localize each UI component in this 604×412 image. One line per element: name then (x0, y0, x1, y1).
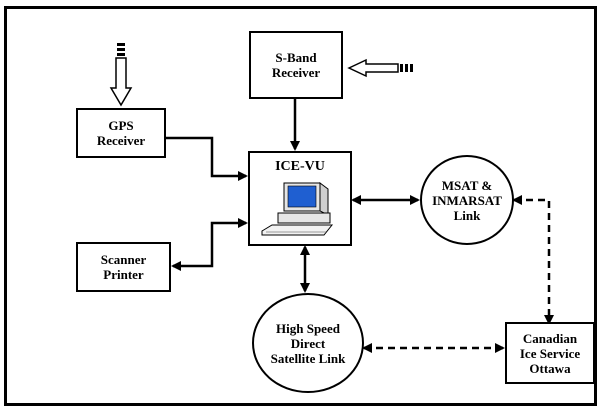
link-icevu-scanner (171, 218, 248, 271)
node-sband-receiver: S-Band Receiver (249, 31, 343, 99)
node-scanner-printer: Scanner Printer (76, 242, 171, 292)
node-label: GPS Receiver (96, 118, 146, 148)
diagram-frame (4, 6, 597, 406)
node-label: Scanner Printer (100, 252, 147, 282)
node-gps-receiver: GPS Receiver (76, 108, 166, 158)
node-label: High Speed Direct Satellite Link (270, 320, 346, 366)
node-label: Canadian Ice Service Ottawa (519, 330, 581, 376)
antenna-signal-icon (347, 58, 413, 78)
node-label: MSAT & INMARSAT Link (432, 177, 502, 223)
node-ice-vu: ICE-VU (248, 151, 352, 246)
node-high-speed-satellite-link: High Speed Direct Satellite Link (252, 293, 364, 393)
antenna-signal-icon (109, 43, 133, 107)
node-label: ICE-VU (275, 159, 325, 174)
node-canadian-ice-service: Canadian Ice Service Ottawa (505, 322, 595, 384)
node-label: S-Band Receiver (271, 50, 321, 80)
link-msat-canadian (512, 195, 554, 325)
link-gps-icevu (166, 136, 248, 181)
node-msat-inmarsat-link: MSAT & INMARSAT Link (420, 155, 514, 245)
computer-icon (261, 182, 334, 236)
